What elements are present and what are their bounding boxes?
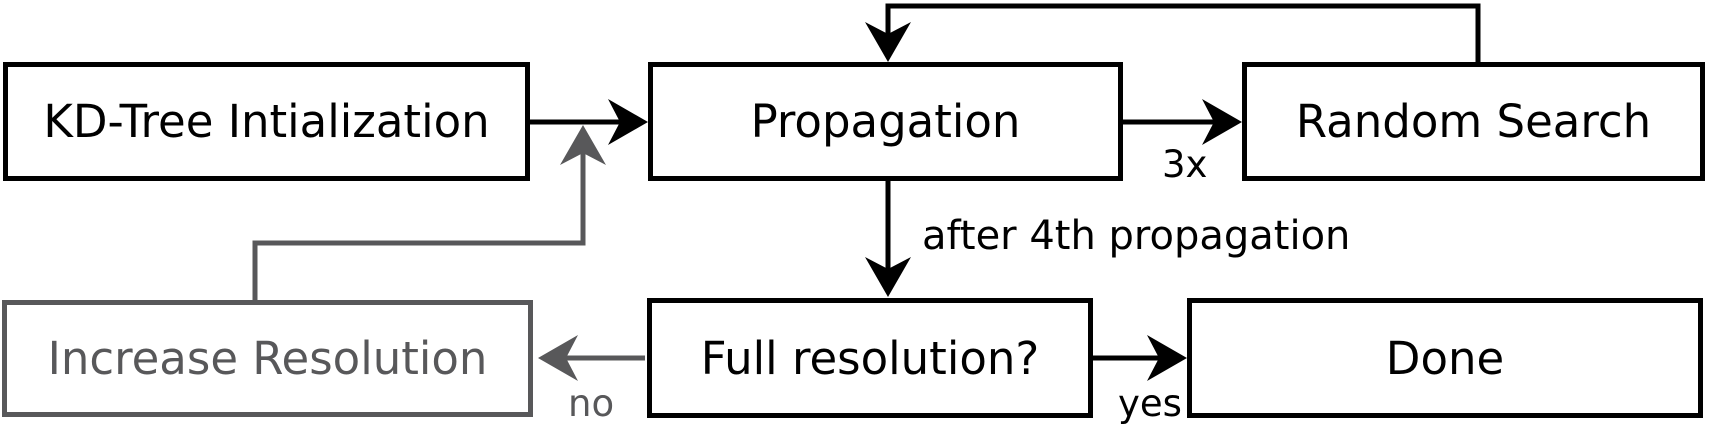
node-propagation: Propagation [648, 62, 1123, 181]
node-random-search: Random Search [1242, 62, 1705, 181]
edge-label-after-4th-propagation: after 4th propagation [922, 213, 1351, 259]
arrow-propagation-to-full-resolution [865, 181, 911, 297]
node-done: Done [1187, 298, 1703, 418]
arrow-full-resolution-to-increase-resolution [538, 335, 645, 381]
edge-label-yes: yes [1118, 382, 1182, 425]
arrow-kdtree-to-propagation [530, 99, 648, 145]
edge-label-no: no [568, 382, 615, 425]
edge-label-3x: 3x [1162, 143, 1208, 186]
node-full-resolution: Full resolution? [647, 298, 1093, 418]
arrow-increase-resolution-feedback [252, 125, 606, 300]
arrow-propagation-to-random-search [1123, 99, 1242, 145]
node-kd-tree-initialization: KD-Tree Intialization [3, 62, 530, 181]
arrow-full-resolution-to-done [1093, 335, 1187, 381]
node-increase-resolution: Increase Resolution [2, 300, 533, 417]
arrow-random-search-loop-to-propagation [865, 3, 1481, 62]
